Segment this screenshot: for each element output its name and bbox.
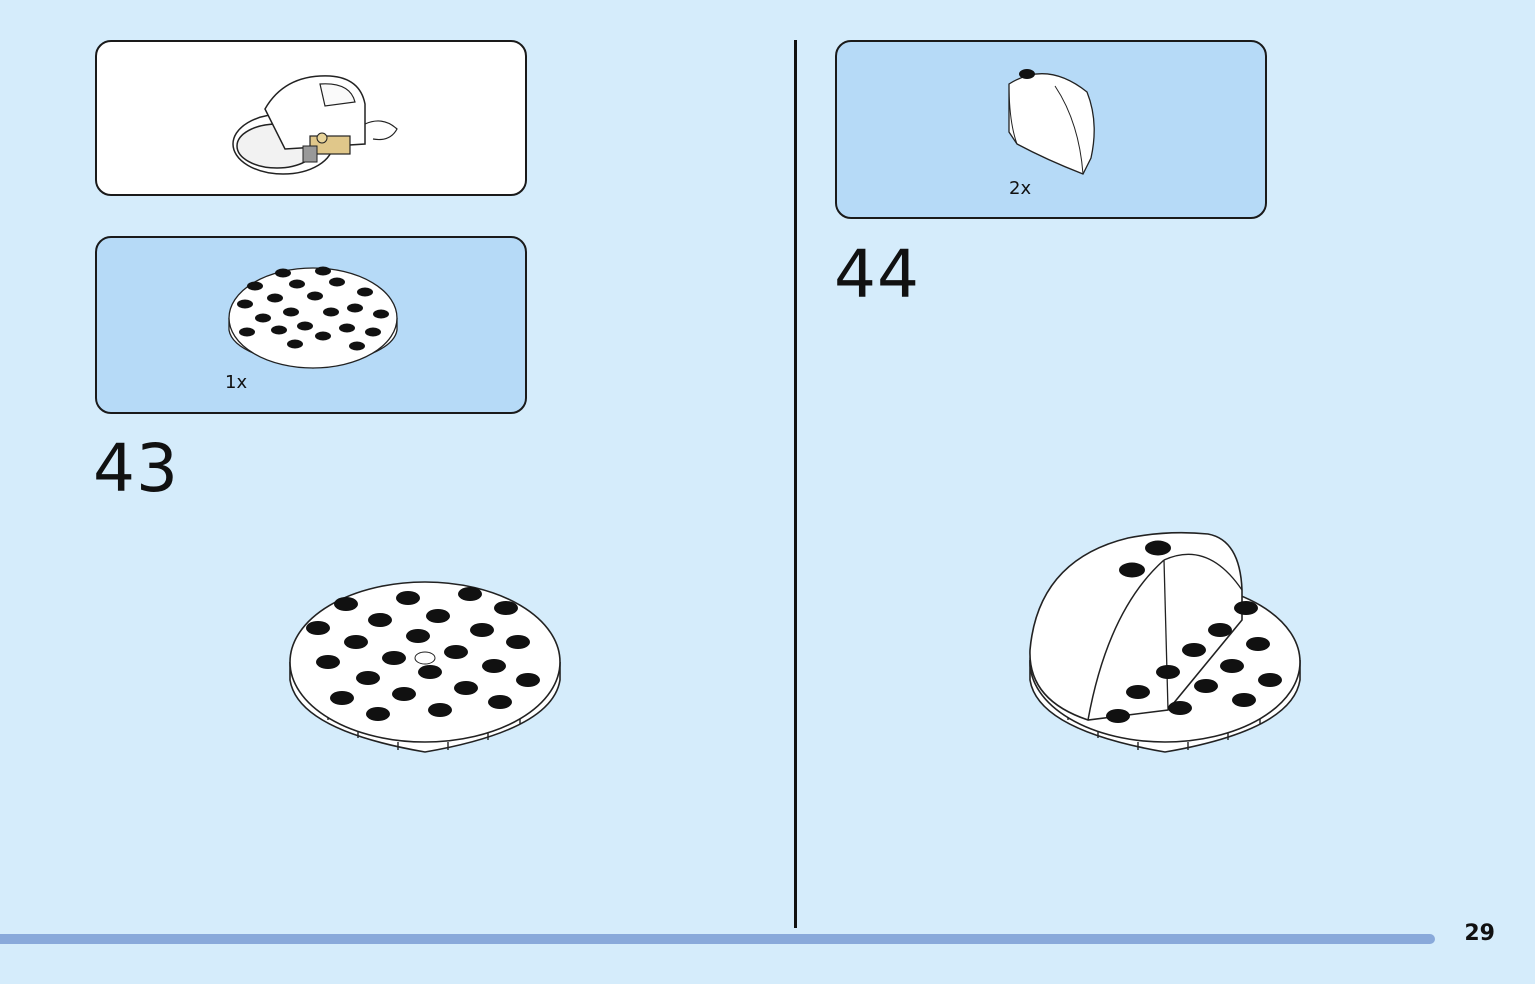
step-number-44: 44 (834, 236, 920, 313)
page-number: 29 (1464, 921, 1495, 946)
step-number-43: 43 (93, 430, 179, 507)
part-quantity-label: 1x (225, 372, 248, 393)
submodel-preview-box (95, 40, 527, 196)
parts-callout-step-44: 2x (835, 40, 1267, 219)
round-plate-6x6-icon (228, 266, 398, 369)
curved-dome-brick-icon (1008, 69, 1095, 175)
round-plate-assembly-icon (289, 581, 561, 753)
dome-assembly-icon (1029, 531, 1301, 753)
parts-callout-step-43: 1x (95, 236, 527, 414)
part-quantity-label: 2x (1009, 178, 1032, 199)
progress-bar (0, 934, 1435, 944)
vehicle-subassembly-icon (232, 75, 398, 175)
page-divider (794, 40, 797, 928)
